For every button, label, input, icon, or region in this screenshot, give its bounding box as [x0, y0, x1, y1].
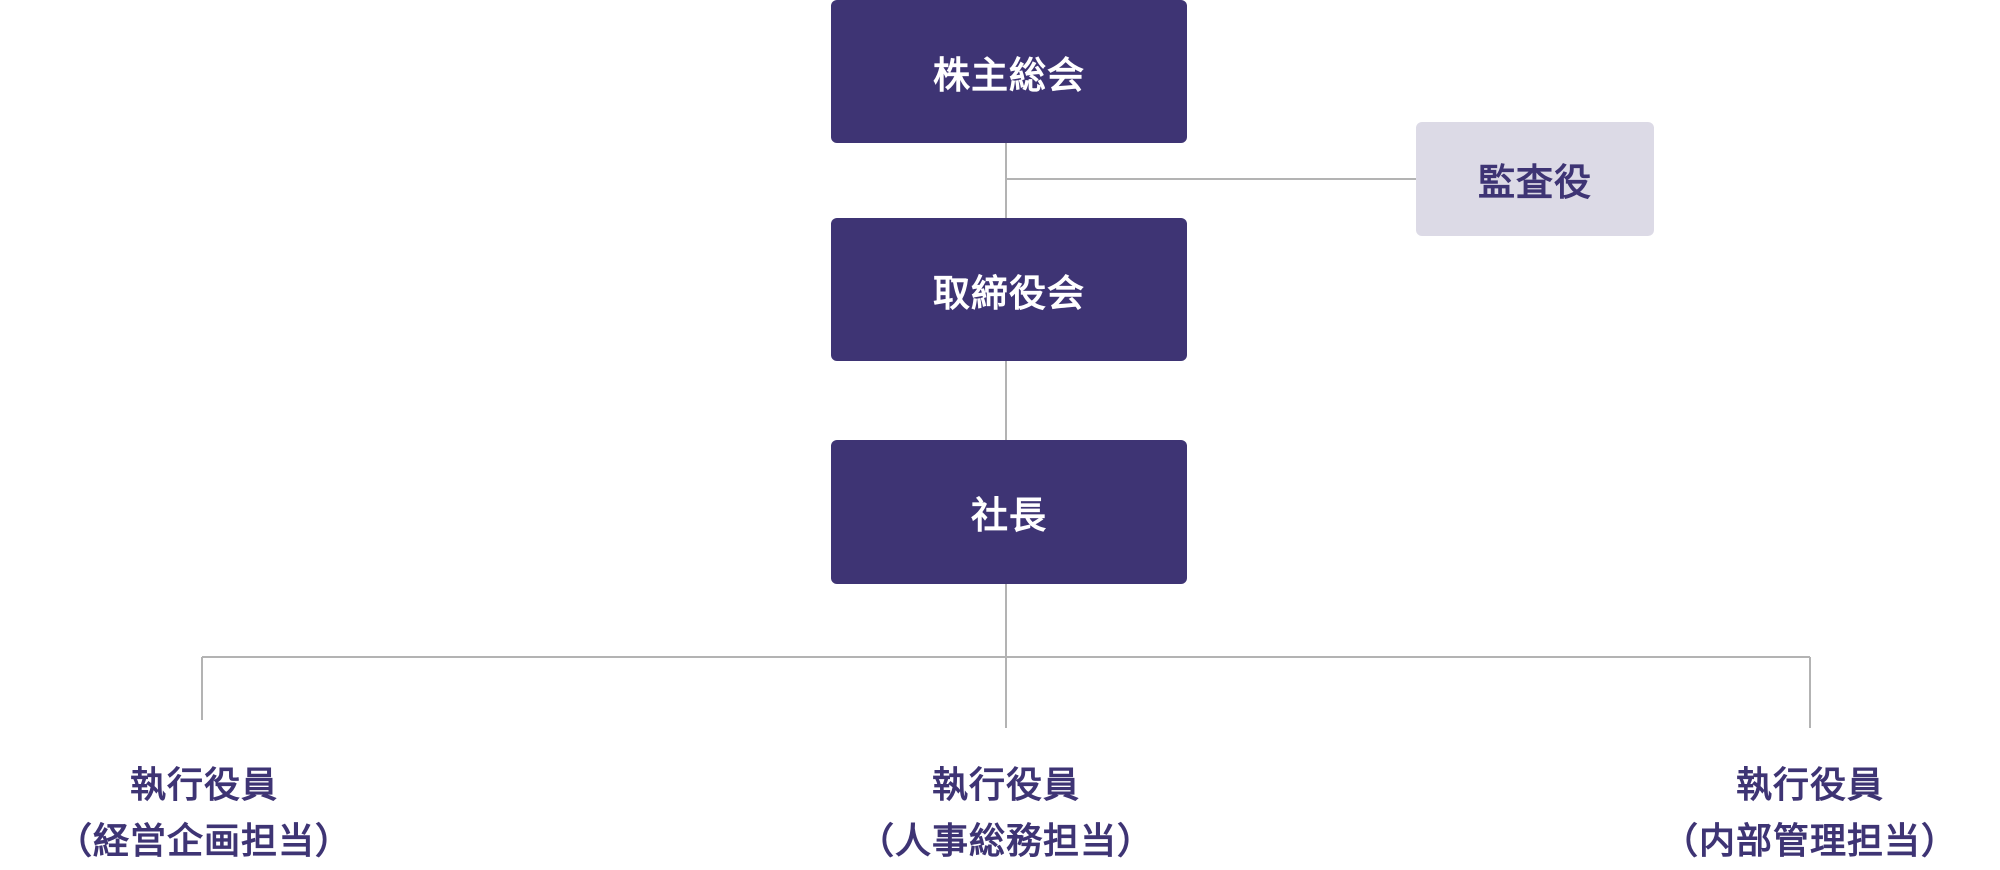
executive-role: （内部管理担当） — [1661, 821, 1958, 862]
president-label: 社長 — [971, 494, 1047, 537]
executive-role: （人事総務担当） — [857, 821, 1154, 862]
shareholders-meeting-box: 株主総会 — [831, 0, 1187, 143]
shareholders-meeting-label: 株主総会 — [933, 53, 1085, 97]
executive-officer-planning: 執行役員 （経営企画担当） — [0, 758, 414, 870]
president-box: 社長 — [831, 440, 1187, 584]
executive-role: （経営企画担当） — [55, 821, 352, 862]
auditor-box: 監査役 — [1416, 122, 1654, 236]
executive-title: 執行役員 — [129, 765, 278, 806]
executive-title: 執行役員 — [931, 765, 1080, 806]
executive-officer-hr: 執行役員 （人事総務担当） — [796, 758, 1216, 870]
board-box: 取締役会 — [831, 218, 1187, 361]
board-label: 取締役会 — [933, 271, 1085, 315]
executive-officer-internal: 執行役員 （内部管理担当） — [1600, 758, 2000, 870]
executive-title: 執行役員 — [1735, 765, 1884, 806]
auditor-label: 監査役 — [1478, 161, 1592, 204]
